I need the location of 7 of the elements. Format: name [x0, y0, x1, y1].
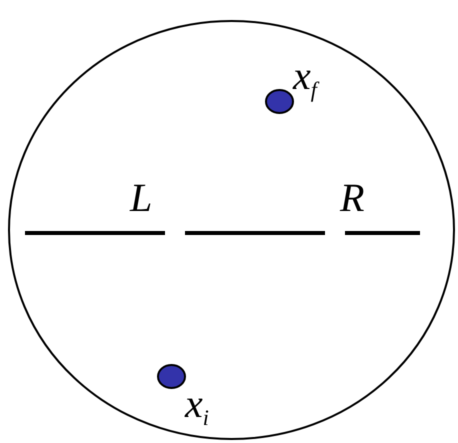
- particle-dot: [157, 364, 186, 389]
- boundary-circle: [8, 20, 455, 440]
- slit-label: R: [340, 178, 364, 218]
- slit-label: L: [130, 178, 152, 218]
- position-label: x$_{i}$: [185, 384, 209, 429]
- position-label: x$_{f}$: [293, 56, 317, 101]
- particle-dot: [265, 89, 294, 114]
